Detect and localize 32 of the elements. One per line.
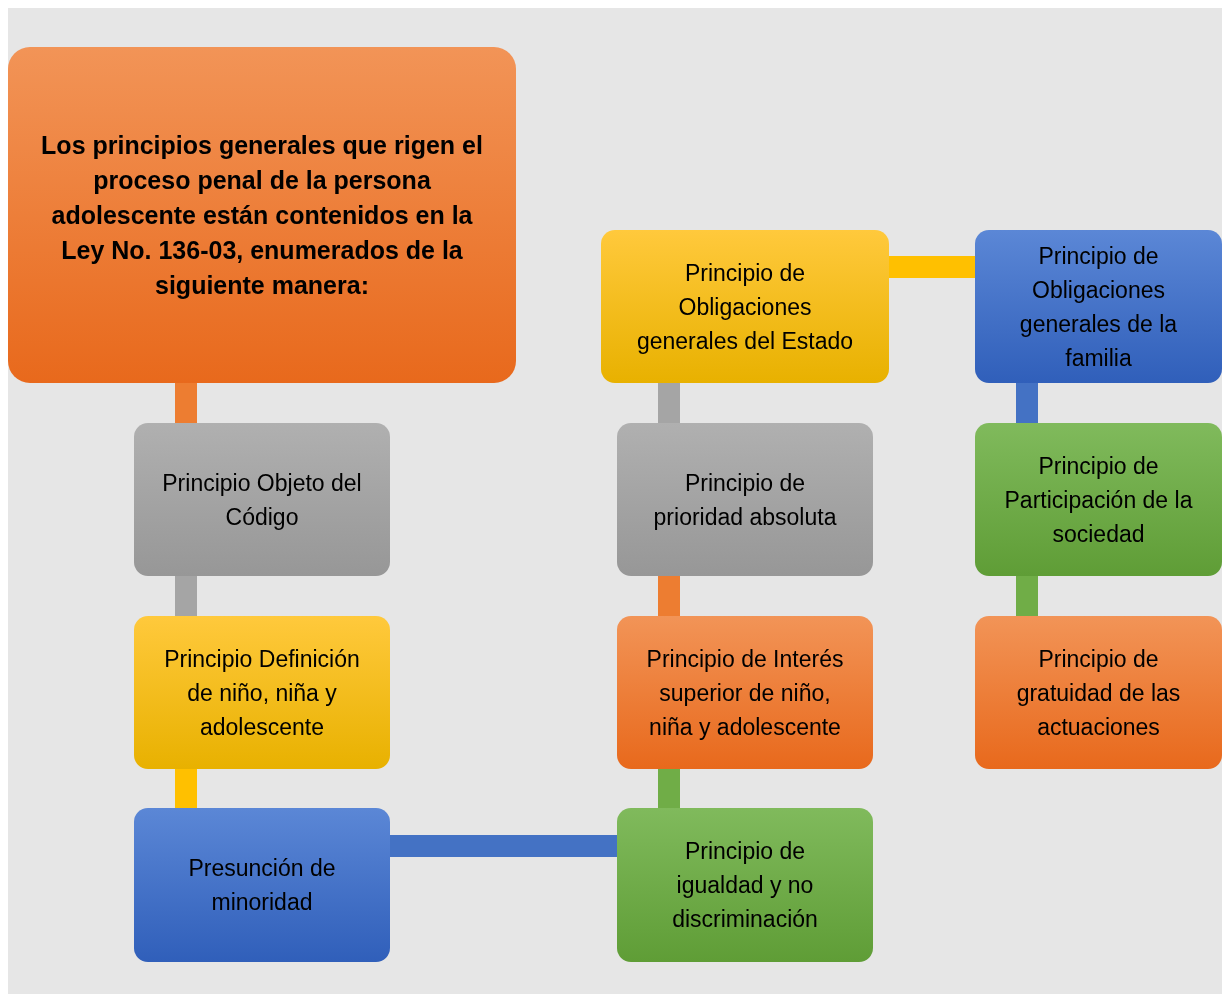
- process-box: [8, 47, 516, 383]
- process-box: [617, 616, 873, 769]
- process-box: [134, 616, 390, 769]
- connector-bar: [658, 576, 680, 616]
- box-label: Principio de Participación de la sociedad: [1003, 451, 1194, 549]
- box-label: Principio Objeto del Código: [162, 468, 362, 532]
- heading-text: Los principios generales que rigen el proceso penal de la persona adolescente están contenidos en la Ley No. 136-03, enumerados de la siguiente manera:: [40, 129, 484, 301]
- process-box: [601, 230, 889, 383]
- process-box: [975, 230, 1222, 383]
- box-label: Principio de Obligaciones generales de la familia: [1018, 241, 1179, 373]
- process-box: [975, 616, 1222, 769]
- connector-bar: [1016, 576, 1038, 616]
- process-box: [134, 423, 390, 576]
- connector-bar: [390, 835, 617, 857]
- process-box: [617, 423, 873, 576]
- connector-bar: [889, 256, 975, 278]
- box-label: Principio de gratuidad de las actuaciones: [1015, 644, 1182, 742]
- box-label: Principio de prioridad absoluta: [652, 468, 838, 532]
- box-label: Presunción de minoridad: [187, 854, 337, 917]
- process-box: [134, 808, 390, 962]
- process-box: [975, 423, 1222, 576]
- process-box: [617, 808, 873, 962]
- box-label: Principio de Interés superior de niño, niña y adolescente: [645, 644, 845, 742]
- connector-bar: [658, 383, 680, 423]
- connector-bar: [658, 769, 680, 808]
- connector-bar: [1016, 383, 1038, 423]
- connector-bar: [175, 769, 197, 808]
- connector-bar: [175, 383, 197, 423]
- box-label: Principio Definición de niño, niña y adolescente: [163, 644, 361, 742]
- box-label: Principio de igualdad y no discriminación: [671, 837, 819, 934]
- connector-bar: [175, 576, 197, 616]
- box-label: Principio de Obligaciones generales del Estado: [635, 258, 855, 356]
